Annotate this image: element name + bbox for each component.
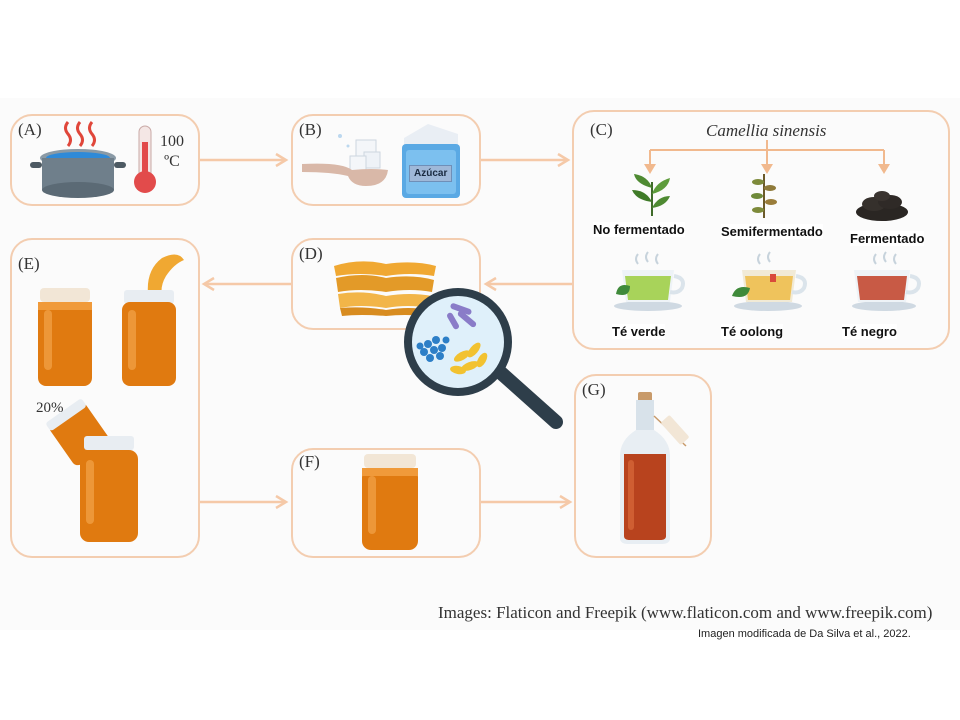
panel-b-label: (B) (299, 120, 322, 139)
panel-g-label: (G) (582, 380, 606, 399)
panel-c-label: (C) (590, 120, 613, 139)
branch-connector (644, 140, 890, 174)
temperature-readout: 100 ºC (152, 132, 192, 172)
image-credits: Images: Flaticon and Freepik (www.flatic… (438, 603, 933, 622)
covered-jar-icon (38, 288, 92, 386)
temperature-value: 100 (160, 133, 184, 150)
green-tea-leaf-icon (632, 174, 670, 216)
black-tea-leaves-icon (856, 191, 908, 221)
oolong-tea-leaf-icon (751, 174, 777, 218)
scoby-transfer-jar-icon (122, 254, 184, 386)
tea-label-green: Té verde (612, 324, 666, 339)
green-tea-cup-icon (614, 251, 685, 311)
kombucha-bottle-icon (620, 392, 689, 544)
panel-d-label: (D) (299, 244, 323, 263)
panel-e-label: (E) (18, 254, 40, 273)
magnifier-microbes-icon (404, 288, 563, 429)
thermometer-icon (134, 125, 156, 193)
scoby-icon (334, 261, 436, 316)
temperature-unit: ºC (164, 153, 180, 170)
starter-percent-label: 20% (36, 400, 64, 416)
tea-label-oolong: Té oolong (721, 324, 784, 339)
sugar-bag-label: Azúcar (409, 165, 453, 182)
tea-label-black: Té negro (842, 324, 897, 339)
camellia-title: Camellia sinensis (706, 121, 827, 140)
type-label-unfermented: No fermentado (593, 222, 685, 237)
type-label-fermented: Fermentado (850, 231, 925, 246)
sugar-bag-icon (402, 124, 460, 198)
sugar-spoon-icon (302, 134, 388, 186)
large-jar-icon (80, 436, 138, 542)
source-credit: Imagen modificada de Da Silva et al., 20… (698, 628, 911, 640)
black-tea-cup-icon (852, 251, 921, 311)
panel-a-label: (A) (18, 120, 42, 139)
oolong-tea-cup-icon (732, 251, 807, 311)
fermenting-jar-icon (362, 454, 418, 550)
type-label-semifermented: Semifermentado (721, 224, 823, 239)
boiling-pot-icon (30, 121, 126, 198)
panel-f-label: (F) (299, 452, 320, 471)
